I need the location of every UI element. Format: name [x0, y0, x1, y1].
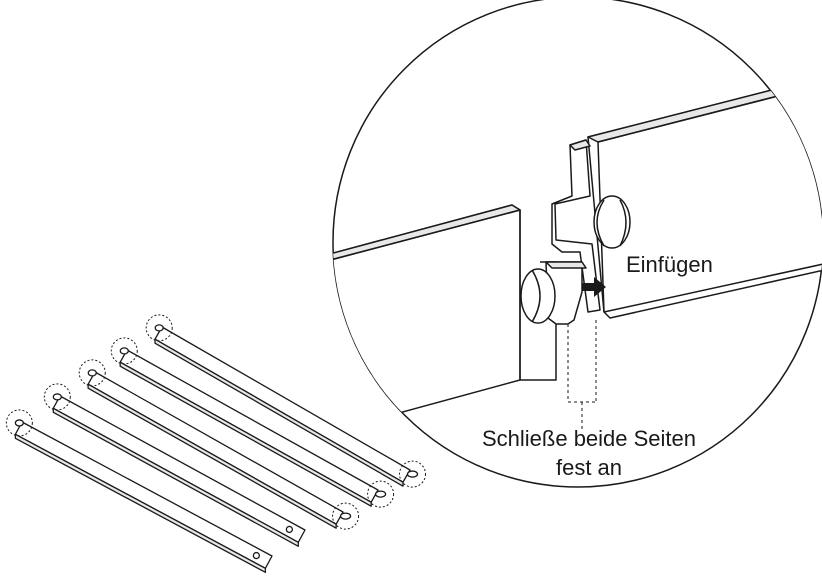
close-label-line2: fest an — [556, 455, 622, 480]
plank — [5, 409, 273, 573]
connector-highlight-circle — [367, 480, 395, 508]
plank — [110, 337, 395, 508]
plank-edge — [154, 338, 404, 487]
insert-arrow-icon — [582, 277, 606, 297]
close-label-line1: Schließe beide Seiten — [482, 426, 696, 451]
plank-hole — [252, 551, 261, 560]
plank-hole — [285, 525, 294, 534]
connector-highlight-circle — [78, 359, 106, 387]
connector-knob — [119, 347, 129, 355]
right-connector-tab — [551, 139, 631, 313]
connector-knob — [154, 324, 164, 332]
insert-label: Einfügen — [626, 252, 713, 277]
left-connector-tab — [520, 261, 597, 430]
plank-edge — [52, 407, 299, 547]
plank-edge — [14, 433, 267, 573]
plank-edge — [87, 383, 337, 529]
connector-highlight-circle — [43, 383, 71, 411]
plank — [43, 383, 306, 547]
plank — [145, 314, 427, 488]
magnifier: Einfügen Schließe beide Seiten fest an — [332, 0, 822, 488]
connector-knob — [14, 419, 25, 427]
connector-highlight-circle — [145, 314, 173, 342]
connector-knob — [52, 393, 62, 401]
connector-highlight-circle — [110, 337, 138, 365]
connector-knob — [87, 369, 97, 377]
connector-highlight-circle — [399, 460, 427, 488]
plank-group — [5, 314, 427, 573]
connector-knob — [339, 512, 352, 520]
connector-highlight-circle — [332, 502, 360, 530]
connector-highlight-circle — [5, 409, 33, 437]
plank-edge — [119, 361, 372, 507]
connector-knob — [374, 490, 387, 498]
connector-knob — [406, 470, 419, 478]
plank — [78, 359, 360, 530]
